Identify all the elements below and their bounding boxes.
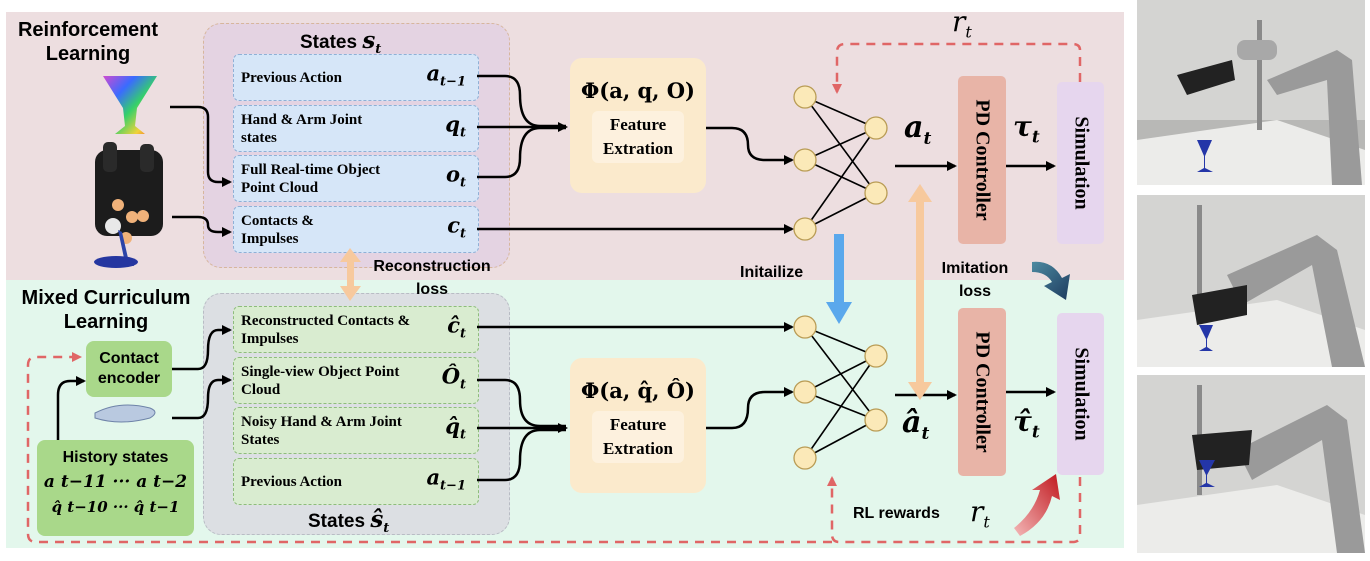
- state-joint-states: Hand & Arm Joint states qt: [233, 105, 479, 152]
- rl-rewards-label: RL rewards: [853, 505, 940, 522]
- mcl-title: Mixed Curriculum Learning: [21, 287, 191, 333]
- imitation-loss-label: Imitation loss: [941, 260, 1009, 300]
- robot-photo-2-graphic: [1137, 195, 1365, 367]
- robot-photo-3-graphic: [1137, 375, 1365, 553]
- r-top-label: rt: [952, 5, 972, 42]
- robot-photo-2: [1137, 195, 1365, 367]
- a-bottom-label: ât: [902, 405, 930, 444]
- tau-bottom-label: τ̂t: [1013, 405, 1040, 443]
- history-states: History states a t−11 ··· a t−2 q̂ t−10 …: [37, 440, 194, 536]
- simulation-top: Simulation: [1057, 82, 1104, 244]
- tau-top-label: τt: [1013, 110, 1040, 148]
- state-previous-action: Previous Action at−1: [233, 54, 479, 101]
- state-previous-action-bottom: Previous Action at−1: [233, 458, 479, 505]
- rl-background: [6, 12, 1124, 280]
- robot-photo-1: [1137, 0, 1365, 185]
- states-top-title: States st: [300, 27, 382, 57]
- a-top-label: at: [904, 110, 932, 149]
- initialize-label: Initailize: [740, 264, 804, 281]
- r-bottom-label: rt: [970, 495, 990, 532]
- state-noisy-joints: Noisy Hand & Arm Joint States q̂t: [233, 407, 479, 454]
- pd-controller-top: PD Controller: [958, 76, 1006, 244]
- state-reconstructed-contacts: Reconstructed Contacts & Impulses ĉt: [233, 306, 479, 353]
- state-single-view-cloud: Single-view Object Point Cloud Ôt: [233, 357, 479, 404]
- state-contacts: Contacts & Impulses ct: [233, 206, 479, 253]
- pd-controller-bottom: PD Controller: [958, 308, 1006, 476]
- simulation-bottom: Simulation: [1057, 313, 1104, 475]
- states-bottom-title: States ŝt: [308, 506, 390, 536]
- rl-title: Reinforcement Learning: [17, 19, 159, 65]
- state-point-cloud: Full Real-time Object Point Cloud ot: [233, 155, 479, 202]
- feature-extraction-top: Φ(a, q, O) Feature Extration: [570, 58, 706, 193]
- contact-encoder: Contact encoder: [86, 341, 172, 397]
- robot-photo-3: [1137, 375, 1365, 553]
- reconstruction-loss-label: Reconstruction loss: [373, 258, 491, 298]
- feature-extraction-bottom: Φ(a, q̂, Ô) Feature Extration: [570, 358, 706, 493]
- robot-photo-1-graphic: [1137, 0, 1365, 185]
